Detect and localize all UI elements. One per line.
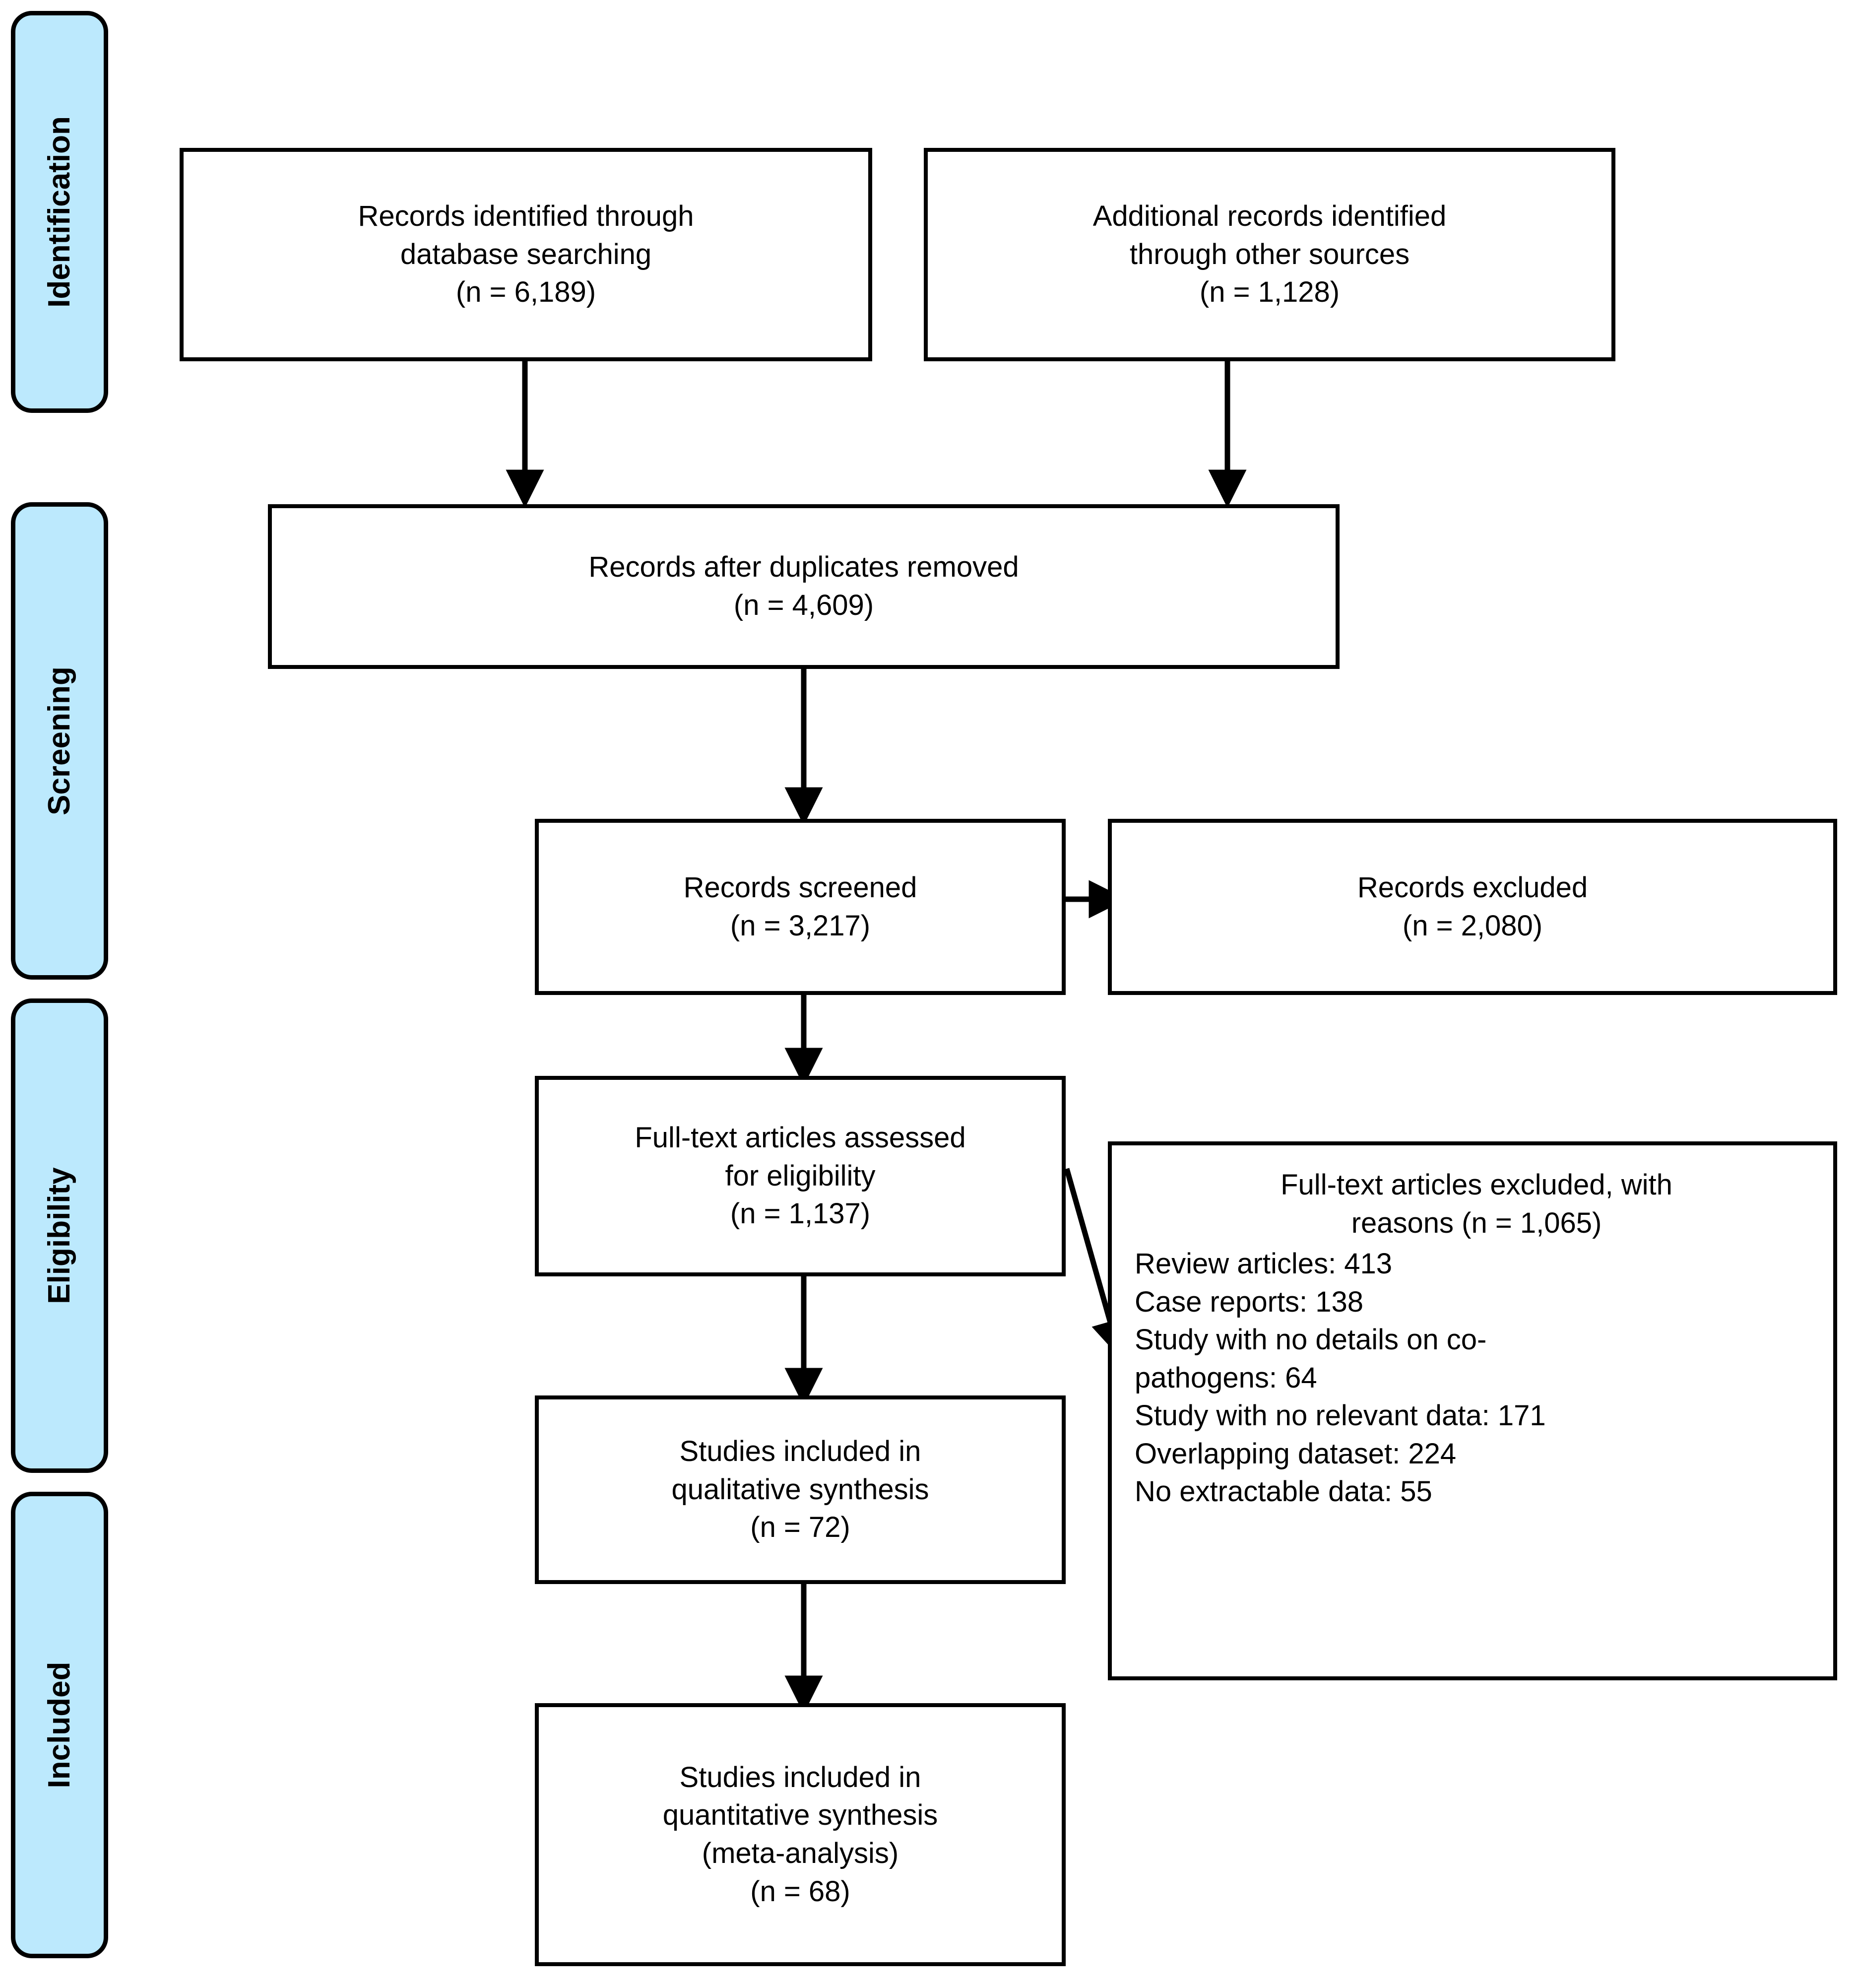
- reason-item: Overlapping dataset: 224: [1135, 1437, 1457, 1470]
- box-fulltext-articles-assessed: Full-text articles assessed for eligibil…: [535, 1076, 1066, 1276]
- box-line: (n = 72): [750, 1511, 850, 1544]
- reasons-header: Full-text articles excluded, with reason…: [1135, 1166, 1818, 1242]
- box-line: (n = 1,137): [730, 1197, 871, 1230]
- stage-pill-included: Included: [11, 1492, 108, 1958]
- box-line: (n = 1,128): [1199, 276, 1340, 309]
- box-line: (n = 2,080): [1402, 909, 1543, 942]
- box-line: Full-text articles assessed: [635, 1122, 966, 1154]
- reasons-header-line: reasons (n = 1,065): [1351, 1206, 1602, 1239]
- box-additional-records-other-sources: Additional records identified through ot…: [924, 148, 1615, 361]
- box-records-identified-database: Records identified through database sear…: [180, 148, 872, 361]
- reasons-header-line: Full-text articles excluded, with: [1281, 1169, 1672, 1201]
- box-line: (n = 6,189): [455, 276, 596, 309]
- box-line: Studies included in: [679, 1435, 921, 1468]
- box-records-screened: Records screened (n = 3,217): [535, 819, 1066, 995]
- box-line: for eligibility: [725, 1159, 876, 1192]
- arrow-fulltext-to-excluded: [1064, 1168, 1129, 1359]
- reason-item: Case reports: 138: [1135, 1285, 1364, 1318]
- box-line: Records screened: [683, 871, 917, 904]
- reason-item: pathogens: 64: [1135, 1361, 1317, 1394]
- box-studies-qualitative-synthesis: Studies included in qualitative synthesi…: [535, 1395, 1066, 1584]
- reason-item: Review articles: 413: [1135, 1248, 1392, 1280]
- stage-pill-eligibility: Eligibility: [11, 998, 108, 1473]
- box-studies-quantitative-synthesis: Studies included in quantitative synthes…: [535, 1703, 1066, 1966]
- stage-pill-screening: Screening: [11, 502, 108, 980]
- stage-label-included: Included: [42, 1661, 76, 1789]
- reason-item: No extractable data: 55: [1135, 1475, 1432, 1508]
- box-line: Studies included in: [679, 1761, 921, 1793]
- box-records-excluded: Records excluded (n = 2,080): [1108, 819, 1837, 995]
- reason-item: Study with no details on co-: [1135, 1324, 1487, 1356]
- stage-label-eligibility: Eligibility: [42, 1167, 76, 1304]
- box-line: (n = 3,217): [730, 909, 871, 942]
- stage-pill-identification: Identification: [11, 11, 108, 413]
- box-line: (meta-analysis): [702, 1837, 899, 1869]
- box-line: database searching: [400, 238, 652, 270]
- box-line: Records excluded: [1357, 871, 1588, 904]
- box-line: Additional records identified: [1092, 200, 1447, 233]
- box-line: Records identified through: [358, 200, 694, 233]
- stage-label-identification: Identification: [42, 116, 76, 308]
- box-line: through other sources: [1129, 238, 1410, 270]
- reason-item: Study with no relevant data: 171: [1135, 1399, 1546, 1432]
- box-line: (n = 68): [750, 1875, 850, 1908]
- reasons-list: Review articles: 413 Case reports: 138 S…: [1135, 1245, 1818, 1511]
- box-line: quantitative synthesis: [662, 1799, 938, 1832]
- box-line: Records after duplicates removed: [588, 551, 1019, 584]
- box-fulltext-articles-excluded-with-reasons: Full-text articles excluded, with reason…: [1108, 1141, 1837, 1680]
- stage-label-screening: Screening: [42, 666, 76, 815]
- box-line: qualitative synthesis: [671, 1473, 929, 1506]
- box-records-after-duplicates-removed: Records after duplicates removed (n = 4,…: [268, 504, 1340, 669]
- box-line: (n = 4,609): [733, 589, 874, 621]
